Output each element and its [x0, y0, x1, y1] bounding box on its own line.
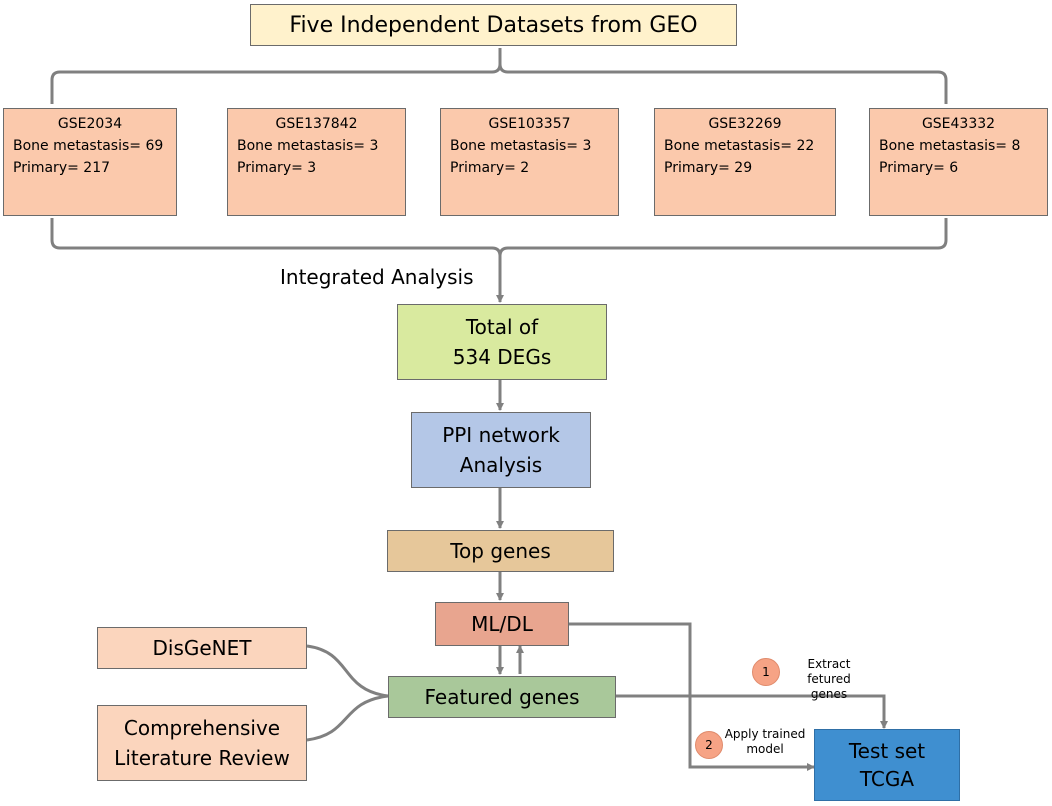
step-1-label: Extract fetured genes	[786, 657, 872, 702]
dataset-name: GSE2034	[57, 116, 123, 132]
dataset-primary-count: Primary= 3	[237, 160, 317, 176]
step-2-label: Apply trained model	[722, 727, 808, 757]
dataset-primary-count: Primary= 2	[450, 160, 530, 176]
dataset-box-gse32269: GSE32269 Bone metastasis= 22 Primary= 29	[654, 108, 836, 216]
test-set-box: Test set TCGA	[814, 729, 960, 801]
degs-line2: 534 DEGs	[452, 345, 552, 369]
step-2-line1: Apply trained	[724, 727, 806, 741]
ppi-box: PPI network Analysis	[411, 412, 591, 488]
integrated-analysis-label: Integrated Analysis	[280, 265, 474, 289]
step-2-badge: 2	[695, 731, 723, 759]
dataset-box-gse103357: GSE103357 Bone metastasis= 3 Primary= 2	[440, 108, 619, 216]
degs-line1: Total of	[465, 315, 539, 339]
literature-review-box: Comprehensive Literature Review	[97, 705, 307, 781]
featured-genes-box: Featured genes	[388, 676, 616, 718]
step-1-line1: Extract fetured	[807, 657, 851, 686]
bottom-bracket	[50, 218, 948, 276]
dataset-name: GSE137842	[275, 116, 358, 132]
test-line1: Test set	[848, 739, 926, 763]
dataset-name: GSE43332	[921, 116, 996, 132]
title-box: Five Independent Datasets from GEO	[250, 4, 737, 46]
ml-dl-box: ML/DL	[435, 602, 569, 646]
dataset-bone-count: Bone metastasis= 8	[879, 138, 1021, 154]
dataset-primary-count: Primary= 6	[879, 160, 959, 176]
review-line1: Comprehensive	[123, 716, 281, 740]
review-curve	[306, 694, 389, 742]
test-line2: TCGA	[859, 767, 915, 791]
step-2-line2: model	[746, 742, 784, 756]
dataset-box-gse137842: GSE137842 Bone metastasis= 3 Primary= 3	[227, 108, 406, 216]
dataset-name: GSE32269	[708, 116, 782, 132]
disgenet-curve	[306, 644, 389, 698]
dataset-primary-count: Primary= 217	[13, 160, 111, 176]
arrow-ml-to-test	[569, 622, 815, 771]
dataset-bone-count: Bone metastasis= 3	[450, 138, 592, 154]
dataset-name: GSE103357	[488, 116, 571, 132]
dataset-bone-count: Bone metastasis= 3	[237, 138, 379, 154]
arrow-featured-to-test	[616, 694, 888, 729]
review-line2: Literature Review	[114, 746, 290, 770]
top-bracket	[50, 48, 948, 104]
ppi-line2: Analysis	[459, 453, 543, 477]
step-1-line2: genes	[810, 687, 848, 701]
ppi-line1: PPI network	[442, 423, 560, 447]
degs-box: Total of 534 DEGs	[397, 304, 607, 380]
dataset-bone-count: Bone metastasis= 69	[13, 138, 164, 154]
dataset-box-gse43332: GSE43332 Bone metastasis= 8 Primary= 6	[869, 108, 1048, 216]
top-genes-box: Top genes	[387, 530, 614, 572]
dataset-primary-count: Primary= 29	[664, 160, 753, 176]
dataset-bone-count: Bone metastasis= 22	[664, 138, 815, 154]
disgenet-box: DisGeNET	[97, 627, 307, 669]
step-1-badge: 1	[752, 658, 780, 686]
dataset-box-gse2034: GSE2034 Bone metastasis= 69 Primary= 217	[3, 108, 177, 216]
